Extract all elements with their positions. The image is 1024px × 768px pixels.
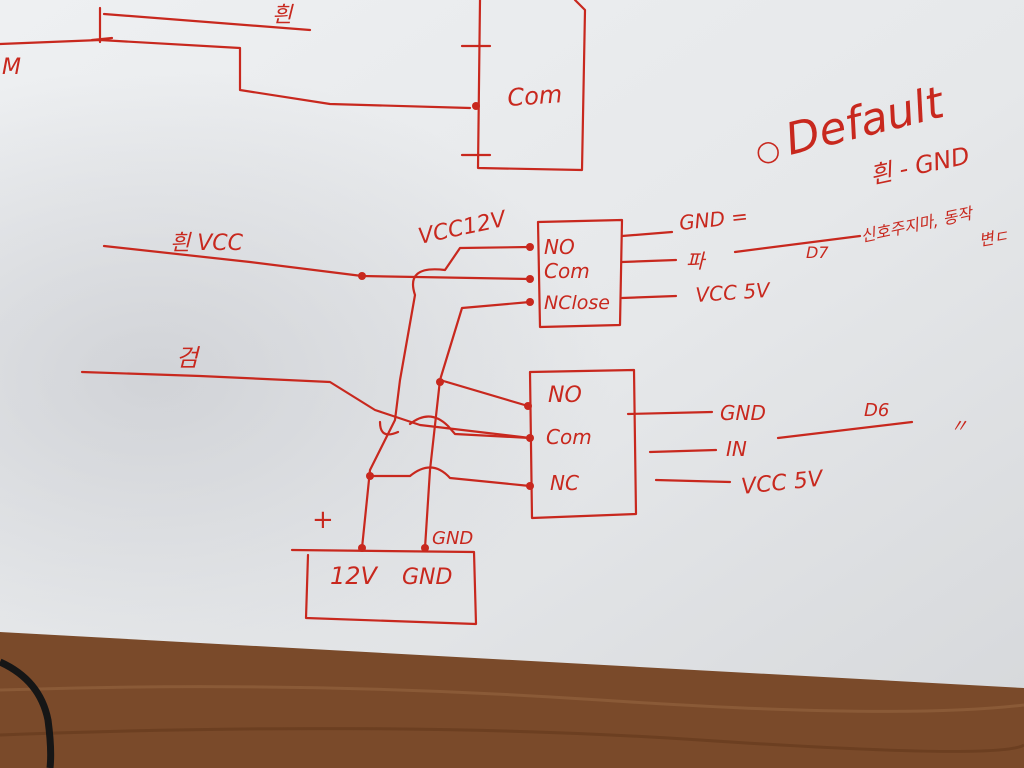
junction-dot (472, 102, 480, 110)
relay2-out-gnd (626, 410, 714, 416)
relay2-d6-wire (776, 420, 914, 440)
side-note-2: 변ㄷ (977, 226, 1010, 250)
relay1-box (536, 218, 624, 329)
top-left-m: M (2, 55, 21, 80)
relay1-d7-wire (733, 234, 862, 254)
relay1-nc-label: NClose (544, 292, 610, 314)
relay1-pin-label: D7 (806, 243, 829, 262)
relay1-com-label: Com (544, 259, 590, 283)
supply-12v-label: 12V (330, 562, 379, 590)
relay2-mark: 〃 (950, 416, 968, 437)
supply-gnd-label: GND (402, 565, 452, 590)
top-module-outline (476, 0, 587, 172)
top-wire-note: 흰 (272, 3, 294, 28)
relay1-no-label: NO (544, 235, 575, 259)
white-vcc-label: 흰 VCC (170, 231, 244, 256)
paper-shadow (0, 0, 1024, 688)
junction-dot (526, 275, 534, 283)
relay1-out-vcc (620, 294, 678, 300)
supply-gnd-top-label: GND (432, 528, 473, 549)
power-supply-box (290, 548, 478, 626)
wire-to-no2 (438, 378, 530, 408)
default-mark: ○ (756, 134, 780, 167)
junction-dot (526, 434, 534, 442)
top-com-label: Com (506, 80, 563, 112)
relay2-nc-label: NC (550, 471, 579, 495)
wire-hop (408, 415, 532, 440)
junction-dot (358, 272, 366, 280)
relay1-out-gnd (620, 230, 674, 238)
desk-grain (0, 685, 1024, 713)
relay2-out-in (648, 448, 718, 454)
relay2-com-label: Com (546, 425, 592, 449)
relay2-out-gnd-label: GND (720, 401, 766, 425)
relay2-no-label: NO (548, 383, 582, 408)
relay2-out-vcc (654, 478, 732, 484)
wire-vcc12v (360, 245, 532, 550)
junction-dot (358, 544, 366, 552)
red-wire-label: 검 (176, 344, 201, 372)
wire-top-note (102, 12, 312, 32)
junction-dot (524, 402, 532, 410)
black-cable (0, 658, 55, 768)
relay2-box (528, 368, 638, 520)
junction-dot (526, 298, 534, 306)
relay1-out-in-label: 파 (686, 249, 707, 273)
junction-dot (421, 544, 429, 552)
switch-mark (90, 6, 114, 44)
relay1-out-vcc-label: VCC 5V (695, 278, 772, 307)
relay2-pin-label: D6 (864, 400, 889, 421)
plus-label: + (312, 505, 334, 535)
wire-red (80, 370, 532, 440)
wire-white-vcc (102, 244, 532, 281)
wire-com2-hop (378, 420, 400, 436)
desk-grain (0, 727, 1024, 753)
junction-dot (526, 482, 534, 490)
junction-dot (526, 243, 534, 251)
junction-dot (436, 378, 444, 386)
relay1-out-in (620, 258, 678, 264)
wire-nc2 (368, 466, 532, 488)
junction-dots (358, 102, 534, 552)
relay2-out-in-label: IN (726, 437, 747, 461)
junction-dot (366, 472, 374, 480)
wire-top-left (0, 38, 472, 110)
